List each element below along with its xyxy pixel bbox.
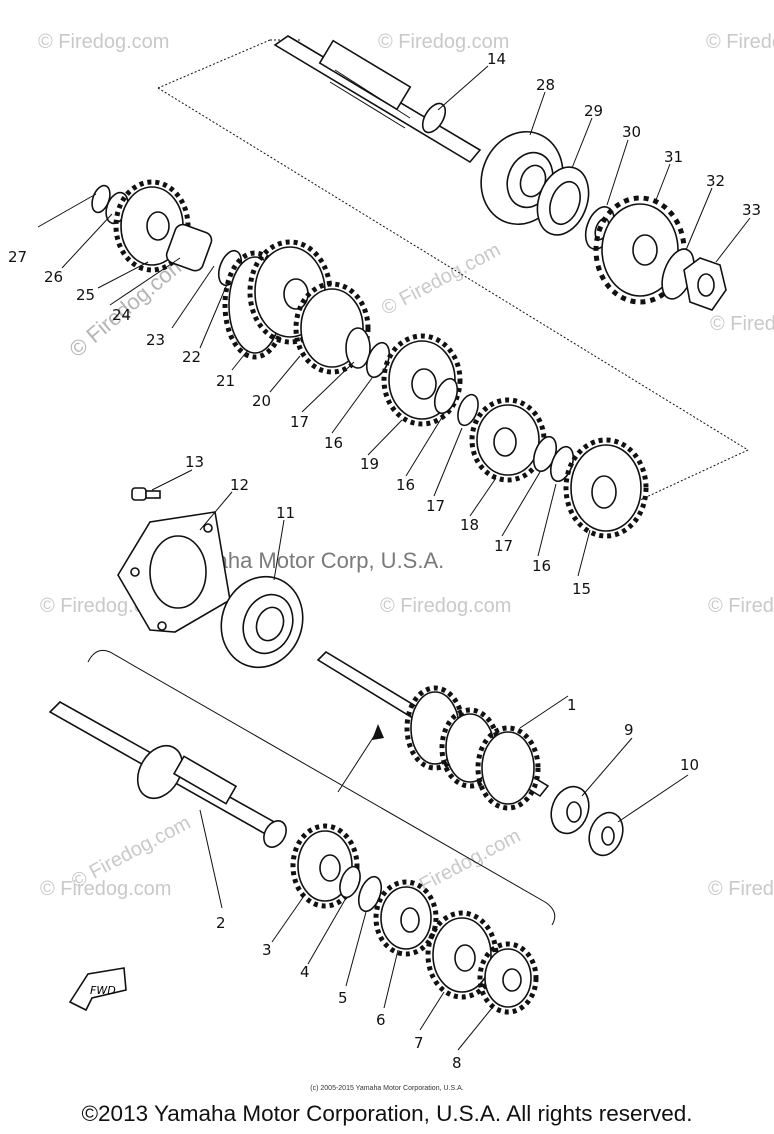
callout: 1 bbox=[567, 696, 577, 714]
gear-17 bbox=[293, 281, 371, 375]
callout: 12 bbox=[230, 476, 249, 494]
fwd-arrow: FWD bbox=[68, 967, 127, 1012]
fine-print-copyright: (c) 2005-2015 Yamaha Motor Corporation, … bbox=[310, 1085, 464, 1092]
callout-layer: 1 2 3 4 5 6 7 8 9 10 11 12 13 14 15 16 1… bbox=[8, 50, 761, 1072]
watermark: © Firedog.com bbox=[378, 31, 509, 53]
callout: 16 bbox=[532, 557, 551, 575]
upper-gear-row bbox=[91, 179, 649, 539]
bearing-10 bbox=[588, 811, 624, 857]
callout: 24 bbox=[112, 306, 131, 324]
callout: 17 bbox=[426, 497, 445, 515]
assembly-arrow bbox=[337, 729, 379, 793]
callout: 3 bbox=[262, 941, 272, 959]
circlip-5 bbox=[357, 875, 383, 913]
callout: 28 bbox=[536, 76, 555, 94]
callout: 33 bbox=[742, 201, 761, 219]
gear-19 bbox=[381, 333, 463, 427]
assembly-arrowhead bbox=[372, 724, 384, 740]
callout: 16 bbox=[324, 434, 343, 452]
callout: 7 bbox=[414, 1034, 424, 1052]
watermark: © Firedog.com bbox=[40, 878, 171, 900]
leader-lines bbox=[37, 65, 751, 1051]
watermark: © Firedog.com bbox=[708, 878, 774, 900]
assembly-frame bbox=[157, 39, 749, 501]
drive-axle-2 bbox=[48, 701, 287, 848]
washer-4 bbox=[339, 865, 361, 899]
watermark: © Firedog.com bbox=[38, 31, 169, 53]
callout: 11 bbox=[276, 504, 295, 522]
callout: 27 bbox=[8, 248, 27, 266]
footer-copyright: ©2013 Yamaha Motor Corporation, U.S.A. A… bbox=[81, 1101, 693, 1126]
circlip-17 bbox=[457, 393, 479, 427]
callout: 18 bbox=[460, 516, 479, 534]
callout: 31 bbox=[664, 148, 683, 166]
gear-8 bbox=[477, 941, 539, 1015]
fwd-label: FWD bbox=[90, 984, 116, 997]
gear-3 bbox=[290, 823, 360, 909]
callout: 6 bbox=[376, 1011, 386, 1029]
watermark: © Firedog.com bbox=[708, 595, 774, 617]
callout: 21 bbox=[216, 372, 235, 390]
callout: 4 bbox=[300, 963, 310, 981]
assembly-bracket bbox=[87, 649, 556, 926]
watermark: © Firedog.com bbox=[380, 595, 511, 617]
callout: 26 bbox=[44, 268, 63, 286]
callout: 17 bbox=[290, 413, 309, 431]
main-axle bbox=[273, 35, 482, 164]
watermark: © Firedog.com bbox=[706, 31, 774, 53]
callout: 15 bbox=[572, 580, 591, 598]
callout: 19 bbox=[360, 455, 379, 473]
gear-6 bbox=[373, 879, 439, 957]
callout: 2 bbox=[216, 914, 226, 932]
nut-33 bbox=[683, 257, 727, 311]
watermark: © Firedog.com bbox=[378, 239, 504, 320]
callout: 23 bbox=[146, 331, 165, 349]
bearing-11 bbox=[220, 575, 304, 669]
callout: 13 bbox=[185, 453, 204, 471]
callout: 17 bbox=[494, 537, 513, 555]
bearing-plate-12 bbox=[117, 511, 231, 633]
callout: 30 bbox=[622, 123, 641, 141]
callout: 10 bbox=[680, 756, 699, 774]
gear-15 bbox=[563, 437, 649, 539]
watermark: © Firedog.com bbox=[710, 313, 774, 335]
callout: 14 bbox=[487, 50, 506, 68]
callout: 22 bbox=[182, 348, 201, 366]
bearing-9 bbox=[550, 785, 590, 835]
callout: 5 bbox=[338, 989, 348, 1007]
callout: 32 bbox=[706, 172, 725, 190]
callout: 16 bbox=[396, 476, 415, 494]
callout: 8 bbox=[452, 1054, 462, 1072]
callout: 29 bbox=[584, 102, 603, 120]
main-axle-assembly-1 bbox=[316, 650, 550, 811]
callout: 25 bbox=[76, 286, 95, 304]
callout: 20 bbox=[252, 392, 271, 410]
bolt-13 bbox=[131, 487, 161, 501]
callout: 9 bbox=[624, 721, 634, 739]
oil-seal-29 bbox=[536, 166, 590, 236]
washer-16 bbox=[433, 377, 459, 415]
